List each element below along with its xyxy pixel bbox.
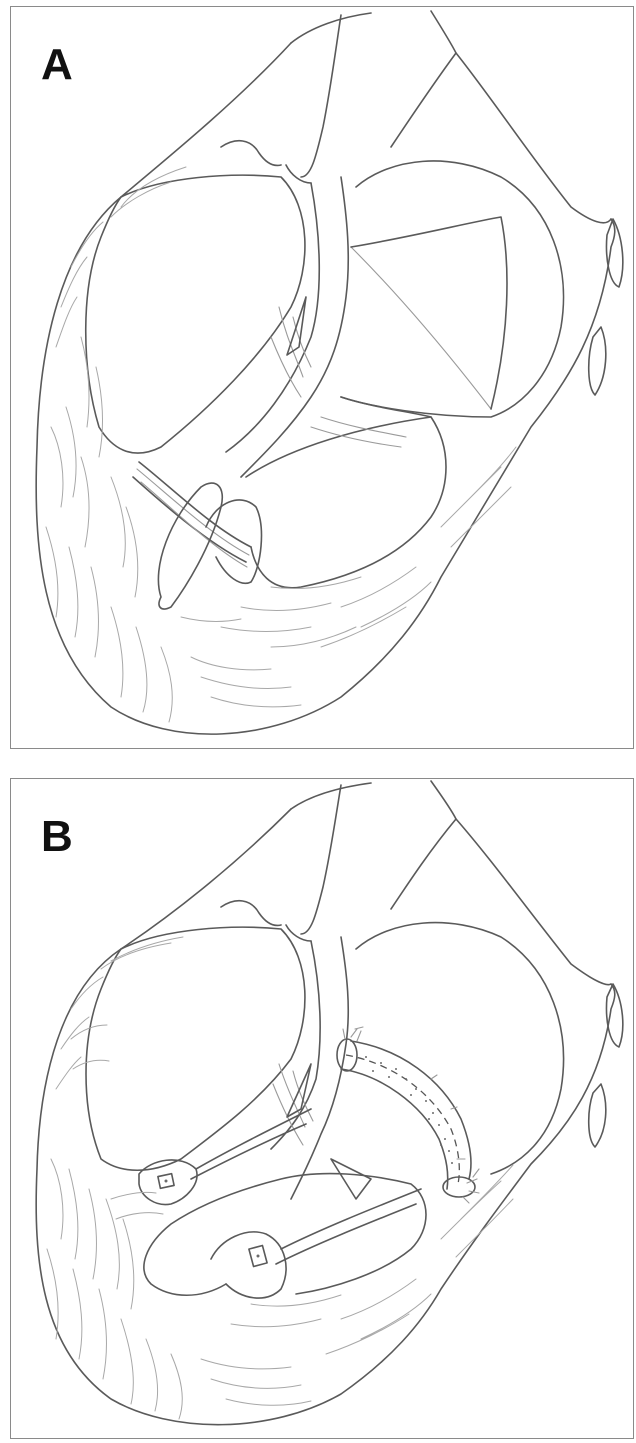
panel-a: A — [10, 6, 634, 749]
septum-left — [271, 941, 320, 1149]
outer-heart-wall — [36, 809, 615, 1425]
aortic-root — [291, 11, 456, 147]
pulmonary-vein-2 — [589, 1084, 606, 1147]
chordal-band-2 — [276, 1189, 421, 1264]
conduit-stipple — [365, 1056, 453, 1164]
septum-right — [241, 177, 348, 477]
aortic-wall — [301, 785, 341, 934]
septum-left — [226, 183, 319, 452]
outer-heart-wall — [36, 43, 615, 734]
left-atrium — [341, 161, 564, 417]
coronary-notch — [221, 901, 281, 926]
papillary-muscle-b — [211, 1232, 286, 1298]
atrial-wall — [456, 53, 611, 223]
papillary-muscle-b — [206, 500, 261, 583]
atrial-wall — [456, 819, 611, 985]
chordal-band-1 — [191, 1109, 311, 1179]
aortic-root — [291, 781, 456, 909]
right-ventricle-cavity — [86, 175, 305, 453]
conduit-outer-top — [351, 1041, 471, 1179]
myocardial-fibers — [47, 937, 513, 1419]
coronary-notch — [221, 141, 281, 166]
papillary-muscle-a — [139, 1160, 197, 1205]
septum-right — [291, 937, 348, 1199]
conduit-outer-bottom — [341, 1069, 448, 1189]
moderator-band — [133, 462, 251, 562]
aortic-wall — [301, 15, 341, 177]
myocardial-fibers — [46, 167, 516, 722]
papillary-muscle-a — [158, 483, 222, 609]
pulmonary-vein-2 — [589, 327, 606, 395]
panel-b: B — [10, 778, 634, 1439]
heart-drawing-a — [11, 7, 634, 749]
left-ventricle-cavity — [246, 417, 446, 588]
left-atrium — [356, 923, 564, 1174]
mitral-leaflet-line — [351, 247, 491, 409]
heart-drawing-b — [11, 779, 634, 1439]
right-ventricle-cavity — [86, 927, 305, 1170]
